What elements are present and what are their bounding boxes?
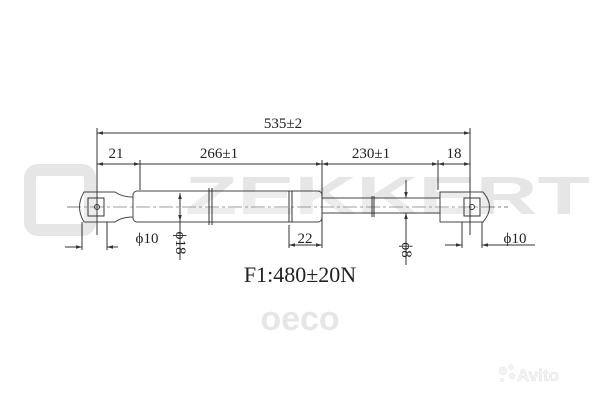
right-bore-label: ϕ10 <box>504 231 527 247</box>
zekkert-watermark: ZEKKERT <box>24 164 590 236</box>
avito-logo-text: Avito <box>517 366 559 385</box>
zekkert-watermark-text: ZEKKERT <box>185 166 590 226</box>
cylinder-end-label: 22 <box>298 231 313 247</box>
right-end-fitting <box>439 191 490 223</box>
oeco-watermark: oeco <box>260 300 339 338</box>
cylinder-diameter-label: ϕ18 <box>172 232 188 255</box>
dimension-lines <box>65 131 535 265</box>
cylinder-length-label: 266±1 <box>200 146 238 162</box>
left-end-fitting <box>79 191 134 223</box>
piston-rod <box>321 197 441 214</box>
avito-logo: Avito <box>498 364 559 385</box>
left-bore-label: ϕ10 <box>136 231 159 247</box>
right-eye-length-label: 18 <box>447 146 462 162</box>
rod-length-label: 230±1 <box>352 146 390 162</box>
force-label: F1:480±20N <box>244 262 356 287</box>
overall-length-label: 535±2 <box>264 116 302 132</box>
cylinder <box>132 190 323 223</box>
left-eye-length-label: 21 <box>109 146 124 162</box>
rod-diameter-label: ϕ8 <box>398 242 414 257</box>
